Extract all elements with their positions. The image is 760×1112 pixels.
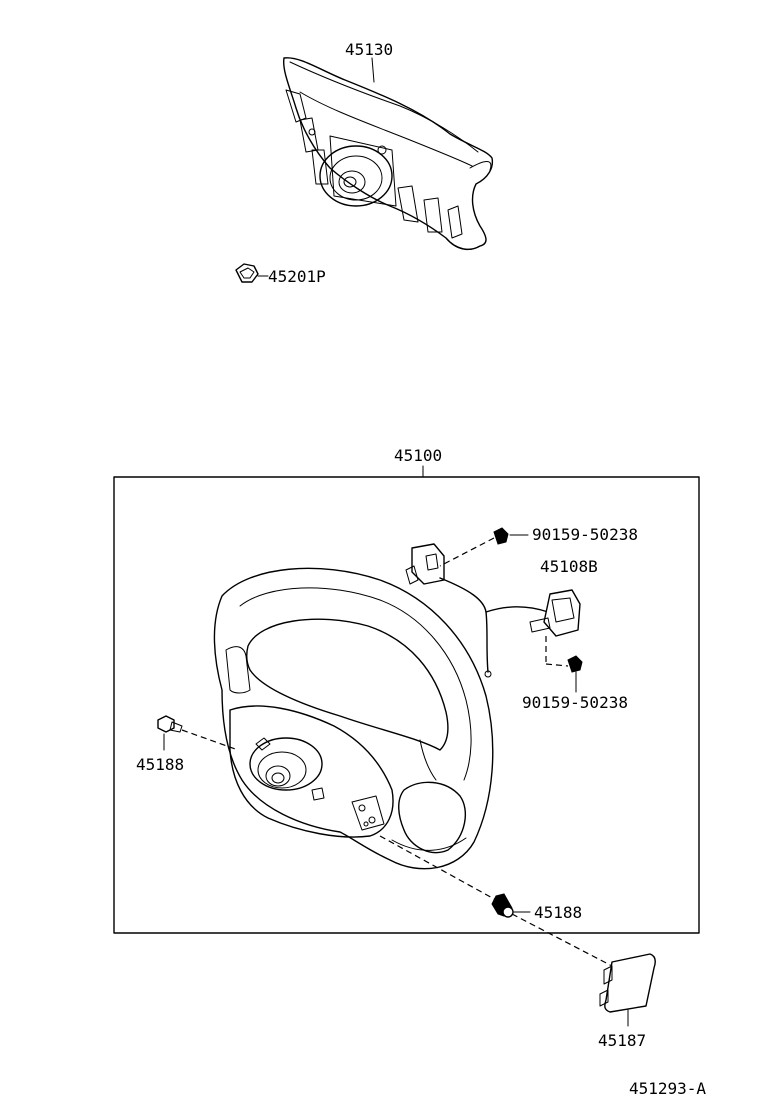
label-airbag-pad: 45130 [345, 40, 393, 59]
label-switch-assy: 45108B [540, 557, 598, 576]
nut-drawing [235, 263, 269, 283]
switch-harness-drawing [405, 543, 581, 678]
bolt-left-drawing [157, 715, 239, 751]
label-nut: 45201P [268, 267, 326, 286]
label-screw-bottom: 90159-50238 [522, 693, 628, 712]
label-cover: 45187 [598, 1031, 646, 1050]
screw-bottom-drawing [545, 636, 583, 693]
airbag-pad-drawing [282, 57, 494, 251]
label-bolt-right: 45188 [534, 903, 582, 922]
screw-top-drawing [439, 527, 529, 567]
figure-code: 451293-A [629, 1079, 706, 1098]
label-screw-top: 90159-50238 [532, 525, 638, 544]
label-steering-wheel-assy: 45100 [394, 446, 442, 465]
bolt-right-drawing [379, 835, 531, 918]
steering-wheel-drawing [213, 567, 494, 870]
cover-drawing [511, 913, 656, 1027]
assembly-boundary-box [113, 476, 700, 934]
label-bolt-left: 45188 [136, 755, 184, 774]
